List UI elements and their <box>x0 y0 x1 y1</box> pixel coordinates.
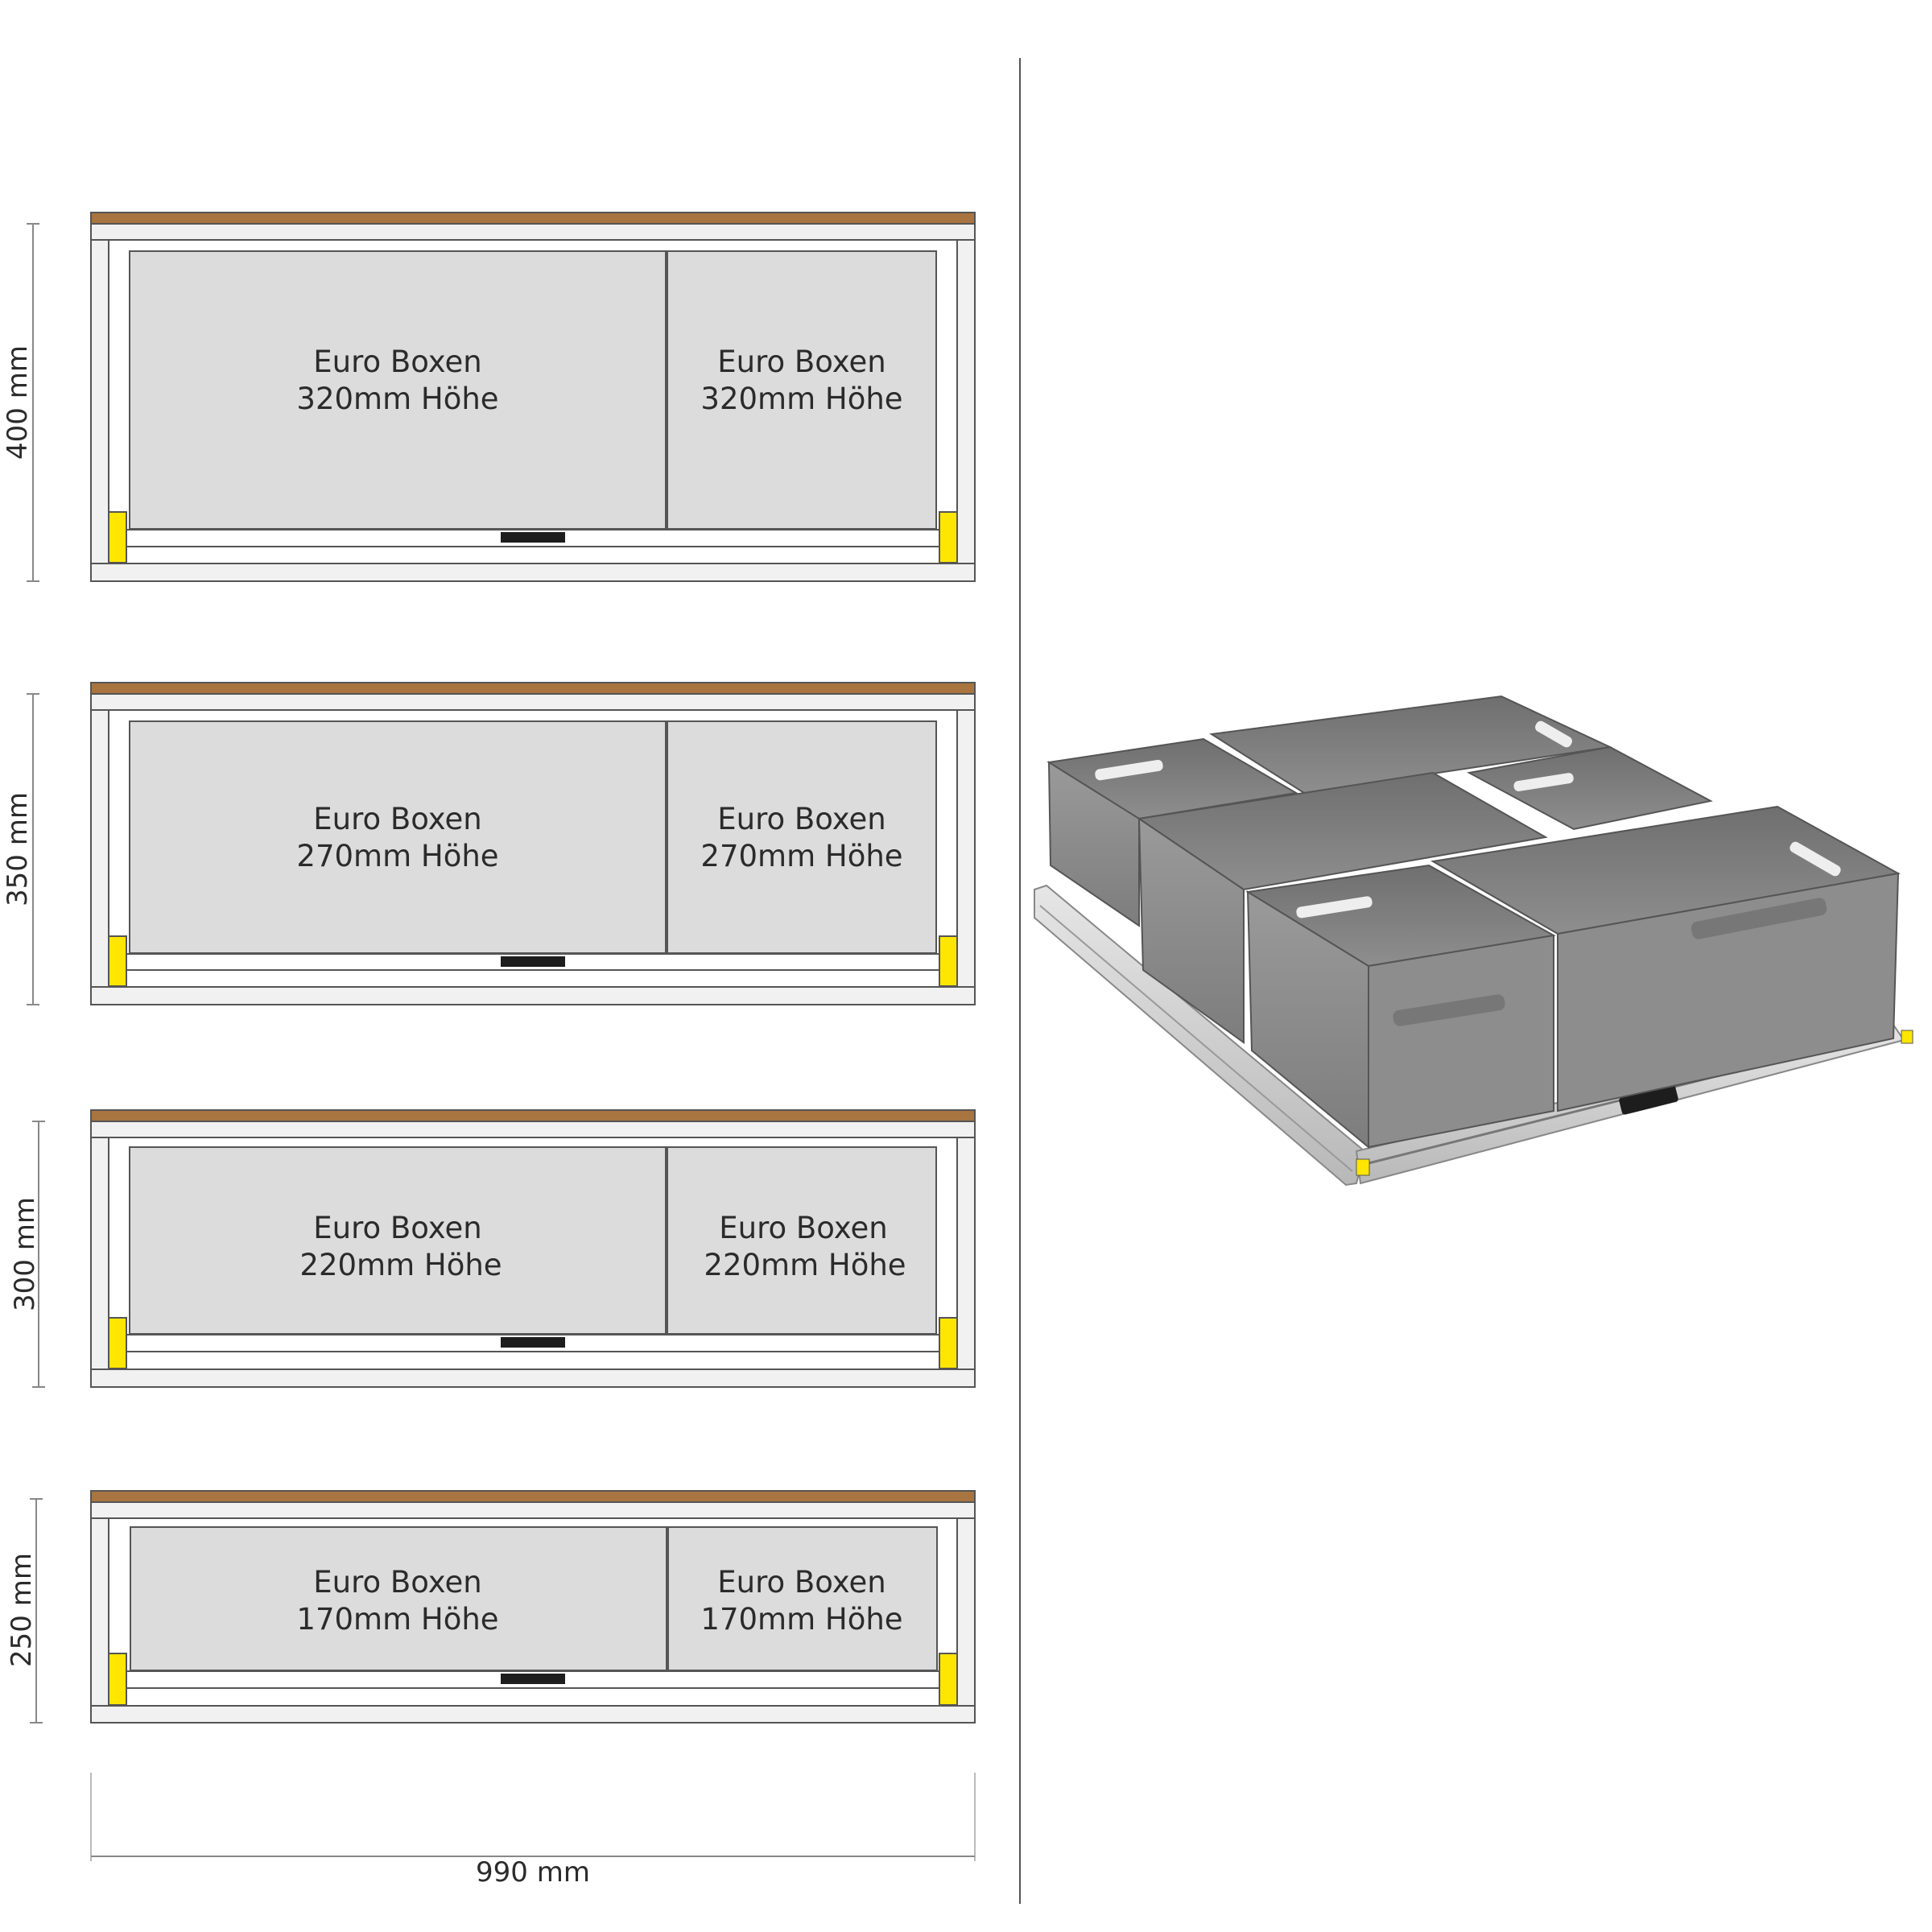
euro-box-right <box>667 1526 938 1671</box>
drawer-section-4: 250 mm Euro Boxen 170mm Höhe Euro Boxen … <box>6 1490 976 1724</box>
wood-top <box>90 682 976 695</box>
drawer-handle <box>501 532 565 543</box>
left-wall <box>90 239 109 564</box>
box-left-line1: Euro Boxen <box>313 345 481 379</box>
wood-top <box>90 1109 976 1122</box>
left-wall <box>90 1517 109 1707</box>
rail-left-yellow <box>108 511 127 564</box>
bottom-frame <box>90 1368 976 1388</box>
wood-top <box>90 212 976 225</box>
right-wall <box>956 1137 976 1370</box>
height-label: 250 mm <box>6 1553 38 1667</box>
box-left-line1: Euro Boxen <box>313 1565 481 1600</box>
crate-back-left <box>1046 737 1298 927</box>
bottom-frame <box>90 563 976 582</box>
left-rail <box>1034 884 1366 1187</box>
crate-front-left <box>1245 864 1556 1150</box>
box-right-line1: Euro Boxen <box>717 345 886 379</box>
height-label: 350 mm <box>2 792 34 906</box>
rail-clip-right <box>1901 1030 1913 1044</box>
right-wall <box>956 709 976 988</box>
euro-box-right <box>667 1146 937 1335</box>
crate-back-right <box>1467 745 1713 831</box>
top-frame <box>90 1501 976 1519</box>
rail-right-yellow <box>939 1317 958 1369</box>
box-right-line2: 220mm Höhe <box>704 1248 906 1282</box>
top-frame <box>90 693 976 711</box>
drawer-section-2: 350 mm Euro Boxen 270mm Höhe Euro Boxen … <box>2 682 976 1005</box>
rail-clip-left <box>1356 1158 1370 1176</box>
euro-box-left <box>129 720 667 954</box>
box-right-line2: 320mm Höhe <box>700 382 902 416</box>
width-dimension: 990 mm <box>90 1773 976 1889</box>
box-right-line1: Euro Boxen <box>719 1211 887 1245</box>
box-right-line1: Euro Boxen <box>717 1565 886 1600</box>
drawer-handle <box>501 1674 565 1684</box>
right-wall <box>956 239 976 564</box>
top-frame <box>90 1121 976 1138</box>
drawer-handle <box>501 1337 565 1348</box>
rail-right-yellow <box>939 1653 958 1706</box>
rail-left-yellow <box>108 935 127 987</box>
box-left-line2: 320mm Höhe <box>296 382 498 416</box>
box-left-line2: 170mm Höhe <box>296 1602 498 1637</box>
render-handle <box>1619 1084 1678 1115</box>
bottom-frame <box>90 986 976 1005</box>
box-right-line2: 170mm Höhe <box>700 1602 902 1637</box>
box-left-line2: 270mm Höhe <box>296 839 498 873</box>
height-label: 300 mm <box>9 1197 41 1311</box>
box-right-line1: Euro Boxen <box>717 802 886 836</box>
drawer-render <box>1034 695 1913 1187</box>
box-left-line1: Euro Boxen <box>313 1211 481 1245</box>
drawer-section-3: 300 mm Euro Boxen 220mm Höhe Euro Boxen … <box>9 1109 976 1388</box>
rail-right-yellow <box>939 935 958 987</box>
box-right-line2: 270mm Höhe <box>700 839 902 873</box>
left-wall <box>90 1137 109 1370</box>
wood-top <box>90 1490 976 1503</box>
width-label: 990 mm <box>476 1856 590 1889</box>
euro-box-left <box>129 1146 667 1335</box>
euro-box-left <box>129 250 667 530</box>
left-wall <box>90 709 109 988</box>
right-wall <box>956 1517 976 1707</box>
crate-middle <box>1137 771 1548 1044</box>
euro-box-right <box>667 720 937 954</box>
euro-box-right <box>667 250 937 530</box>
box-left-line2: 220mm Höhe <box>299 1248 502 1282</box>
height-label: 400 mm <box>2 345 34 460</box>
box-left-line1: Euro Boxen <box>313 802 481 836</box>
euro-box-left <box>130 1526 667 1671</box>
drawer-handle <box>501 956 565 967</box>
rail-right-yellow <box>939 511 958 564</box>
crate-front-right <box>1430 805 1901 1113</box>
top-frame <box>90 223 976 241</box>
rail-left-yellow <box>108 1653 127 1706</box>
bottom-frame <box>90 1705 976 1724</box>
drawer-section-1: 400 mm Euro Boxen 320mm Höhe Euro Boxen … <box>2 212 976 582</box>
rail-left-yellow <box>108 1317 127 1369</box>
